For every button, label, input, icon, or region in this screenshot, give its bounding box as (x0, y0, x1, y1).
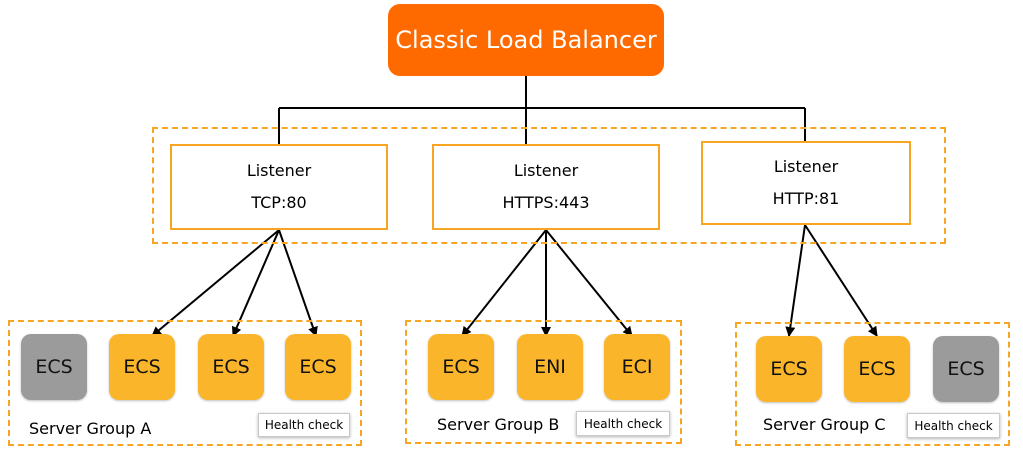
health-check-badge: Health check (258, 413, 350, 437)
node-label: ECS (35, 356, 73, 378)
eni-node: ENI (517, 334, 583, 400)
ecs-node: ECS (109, 334, 175, 400)
listener-title: Listener (773, 157, 839, 176)
ecs-node: ECS (285, 334, 351, 400)
ecs-node: ECS (21, 334, 87, 400)
listener-http: Listener HTTP:81 (701, 141, 911, 225)
node-label: ECS (947, 358, 985, 380)
listener-port: TCP:80 (251, 193, 307, 212)
ecs-node: ECS (428, 334, 494, 400)
ecs-node: ECS (933, 336, 999, 402)
node-label: ECS (212, 356, 250, 378)
listener-https: Listener HTTPS:443 (432, 144, 660, 230)
listener-tcp: Listener TCP:80 (170, 144, 388, 230)
node-label: ECS (442, 356, 480, 378)
server-group-label: Server Group C (763, 415, 886, 434)
ecs-node: ECS (844, 336, 910, 402)
listener-port: HTTP:81 (772, 189, 840, 208)
server-group-label: Server Group A (29, 419, 152, 438)
ecs-node: ECS (198, 334, 264, 400)
node-label: ECI (621, 356, 653, 378)
listener-port: HTTPS:443 (502, 193, 590, 212)
listener-group (152, 127, 946, 244)
server-group-b (405, 320, 682, 444)
server-group-c (735, 322, 1010, 446)
health-check-badge: Health check (576, 411, 670, 436)
listener-title: Listener (513, 161, 579, 180)
listener-title: Listener (246, 161, 312, 180)
ecs-node: ECS (756, 336, 822, 402)
eci-node: ECI (604, 334, 670, 400)
node-label: ECS (858, 358, 896, 380)
node-label: ECS (770, 358, 808, 380)
tree-lines (278, 76, 806, 144)
classic-load-balancer: Classic Load Balancer (388, 4, 664, 76)
node-label: ECS (299, 356, 337, 378)
load-balancer-label: Classic Load Balancer (395, 26, 657, 54)
server-group-a (8, 320, 362, 446)
node-label: ECS (123, 356, 161, 378)
server-group-label: Server Group B (437, 415, 560, 434)
health-check-badge: Health check (907, 413, 1000, 438)
node-label: ENI (534, 356, 566, 378)
